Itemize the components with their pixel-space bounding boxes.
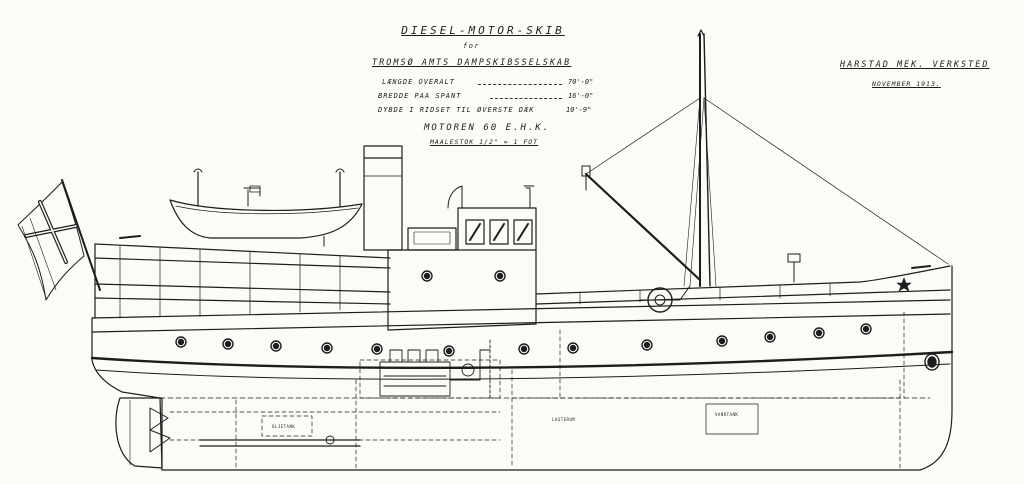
dimension-value-length: 70'-0" <box>568 78 594 86</box>
dimension-value-depth: 10'-9" <box>566 106 592 114</box>
leader-line <box>478 84 562 85</box>
drawing-title: DIESEL-MOTOR-SKIB <box>401 24 565 37</box>
flag-icon <box>17 179 101 301</box>
lifeboat <box>119 168 363 247</box>
dimension-label-length: LÆNGDE OVERALT <box>382 78 456 86</box>
cargo-hold-label: LASTERUM <box>552 417 576 422</box>
engine <box>199 339 491 447</box>
hull <box>90 265 954 471</box>
oil-tank-label: OLJETANK <box>272 424 296 429</box>
motor-spec: MOTOREN 60 E.H.K. <box>424 123 551 133</box>
funnel <box>363 145 403 251</box>
ventilators <box>787 253 931 283</box>
shipyard-name: HARSTAD MEK. VERKSTED <box>840 60 990 70</box>
interior-compartments <box>169 311 905 469</box>
rudder-propeller <box>115 397 171 469</box>
deckhouse <box>387 185 537 331</box>
dimension-label-depth: DYBDE I RIDSET TIL ØVERSTE DÆK <box>378 106 535 114</box>
water-tank-label: VANDTANK <box>715 412 739 417</box>
drawing-date: NOVEMBER 1913. <box>872 80 941 88</box>
dimension-value-beam: 16'-0" <box>568 92 594 100</box>
owner-name: TROMSØ AMTS DAMPSKIBSSELSKAB <box>372 58 572 68</box>
railing <box>94 243 951 319</box>
for-word: for <box>463 42 481 50</box>
star-icon <box>896 277 912 292</box>
mast-and-rigging <box>581 29 949 313</box>
drawing-scale: MAALESTOK 1/2" = 1 FOT <box>430 138 539 146</box>
dimension-label-beam: BREDDE PAA SPANT <box>378 92 462 100</box>
leader-line <box>490 98 562 99</box>
portholes <box>175 270 940 371</box>
